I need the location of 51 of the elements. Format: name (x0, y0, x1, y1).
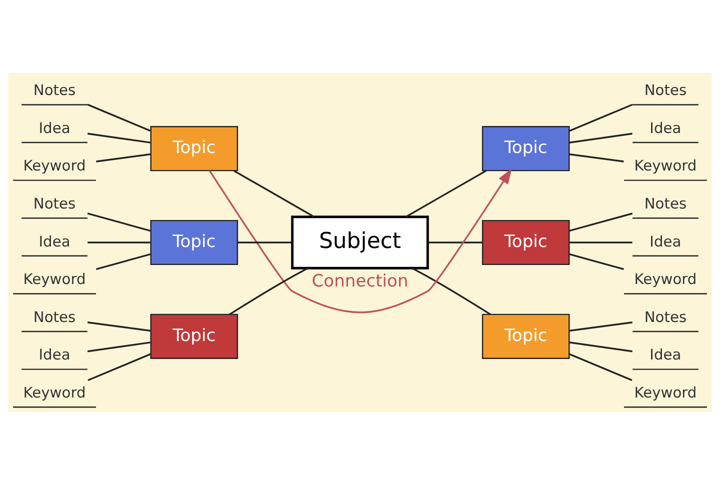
node-box: Topic (482, 220, 570, 266)
connector (88, 353, 151, 382)
connector (405, 170, 487, 218)
connector (87, 132, 150, 144)
connector (569, 132, 632, 144)
node-text: Keyword (634, 384, 697, 402)
connector (569, 212, 633, 232)
node-text: Notes (33, 82, 76, 100)
node-text: Idea (650, 233, 682, 250)
node-text: Idea (38, 233, 70, 250)
node-box: Topic (482, 126, 570, 172)
connector (569, 104, 633, 132)
node-text: Keyword (23, 271, 86, 288)
node-text: Idea (650, 346, 682, 364)
node-box: Topic (150, 314, 238, 359)
connector (87, 104, 151, 132)
connector (569, 353, 632, 381)
connector (96, 253, 151, 270)
arrow (208, 168, 512, 314)
connector (87, 212, 151, 232)
connector (428, 242, 482, 244)
edge-label: Connection (312, 272, 408, 292)
node-text: Keyword (634, 271, 697, 288)
connector (569, 242, 632, 244)
node-text: Keyword (634, 158, 697, 175)
node-text: Idea (38, 346, 70, 364)
node-text: Idea (38, 120, 70, 137)
connector (87, 342, 150, 352)
connector (569, 253, 624, 270)
node-text: Keyword (23, 158, 86, 175)
node-box: Subject (291, 216, 429, 270)
connector (233, 170, 314, 218)
connector (412, 267, 491, 316)
connector (569, 342, 632, 352)
node-text: Notes (644, 82, 687, 100)
connector (237, 242, 292, 244)
node-text: Notes (644, 195, 687, 212)
node-text: Notes (644, 308, 687, 326)
node-text: Idea (650, 120, 682, 137)
node-text: Notes (33, 308, 76, 326)
connector (569, 153, 624, 162)
connector (96, 153, 151, 162)
connector (569, 322, 632, 332)
node-box: Topic (150, 220, 238, 266)
node-box: Topic (482, 314, 570, 359)
connector (229, 267, 308, 316)
connector (87, 322, 150, 332)
node-text: Notes (33, 195, 76, 212)
node-text: Keyword (23, 384, 86, 402)
node-box: Topic (150, 126, 238, 172)
connector (88, 242, 150, 244)
